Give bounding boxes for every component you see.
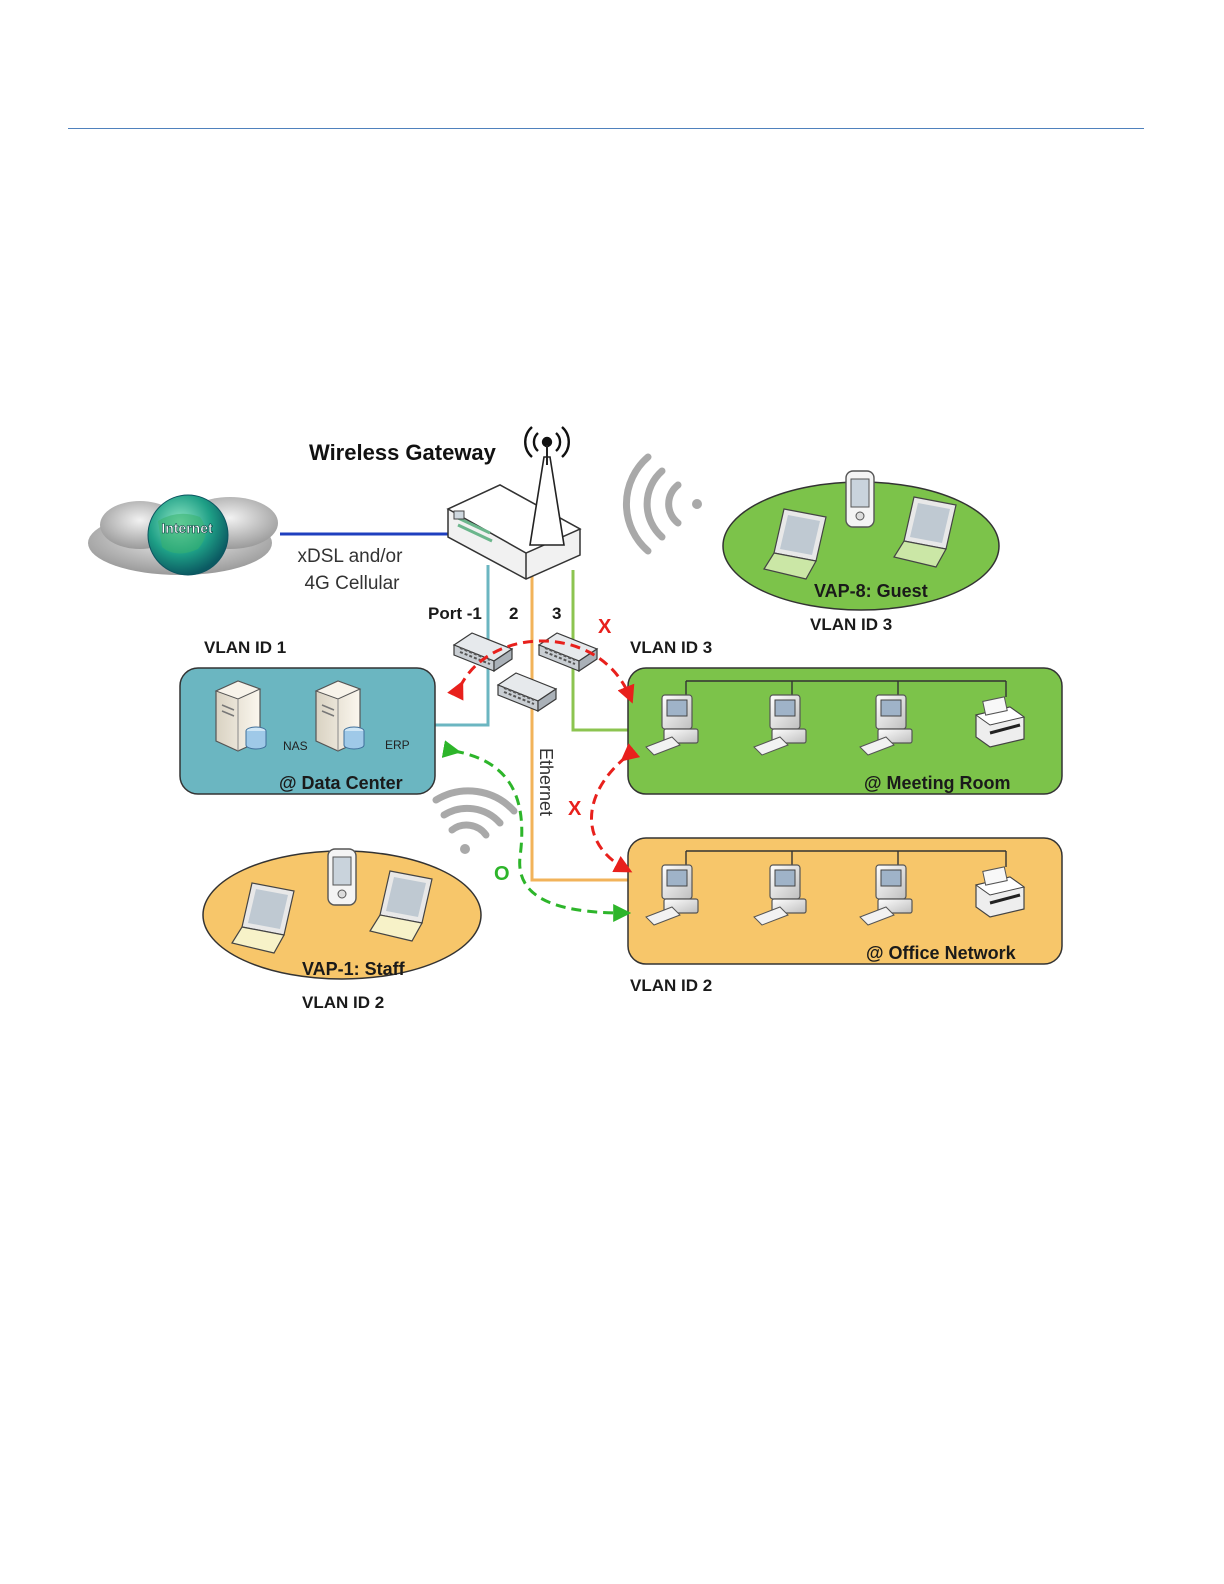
- wireless-gateway-router: [448, 445, 580, 579]
- erp-server-icon: [316, 681, 364, 751]
- nas-label: NAS: [283, 739, 308, 753]
- allowed-mark: O: [494, 863, 510, 885]
- vlan-network-diagram: Internet xDSL and/or 4G Cellular Wireles…: [80, 425, 1076, 1017]
- nas-server-icon: [216, 681, 266, 751]
- blocked-arrow-meeting-office: [592, 757, 627, 869]
- vlan-id-datacenter: VLAN ID 1: [204, 638, 286, 657]
- erp-label: ERP: [385, 738, 410, 752]
- switch-port1: [454, 633, 512, 671]
- diagram-title: Wireless Gateway: [309, 440, 497, 465]
- port2-link: [532, 575, 628, 880]
- wan-label-line2: 4G Cellular: [304, 573, 400, 594]
- vlan-id-meeting: VLAN ID 3: [630, 638, 712, 657]
- staff-wifi-waves-icon: [436, 791, 514, 854]
- port2-label: 2: [509, 604, 518, 623]
- staff-ssid-label: VAP-1: Staff: [302, 959, 406, 979]
- datacenter-name: @ Data Center: [279, 773, 403, 793]
- blocked-mark-middle: X: [568, 798, 582, 820]
- vlan-id-office: VLAN ID 2: [630, 976, 712, 995]
- switch-port2: [498, 673, 556, 711]
- port1-label: Port -1: [428, 604, 482, 623]
- guest-wifi-waves-icon: [626, 457, 702, 551]
- wan-label-line1: xDSL and/or: [298, 546, 404, 567]
- port3-label: 3: [552, 604, 561, 623]
- meeting-room-name: @ Meeting Room: [864, 773, 1011, 793]
- staff-phone-icon: [328, 849, 356, 905]
- guest-phone-icon: [846, 471, 874, 527]
- vlan-id-guest: VLAN ID 3: [810, 615, 892, 634]
- guest-ssid-label: VAP-8: Guest: [814, 581, 928, 601]
- vlan-id-staff: VLAN ID 2: [302, 993, 384, 1012]
- office-network-name: @ Office Network: [866, 943, 1017, 963]
- ethernet-label: Ethernet: [536, 748, 556, 816]
- header-rule: [68, 128, 1144, 129]
- internet-label: Internet: [161, 520, 213, 536]
- blocked-mark-top: X: [598, 616, 612, 638]
